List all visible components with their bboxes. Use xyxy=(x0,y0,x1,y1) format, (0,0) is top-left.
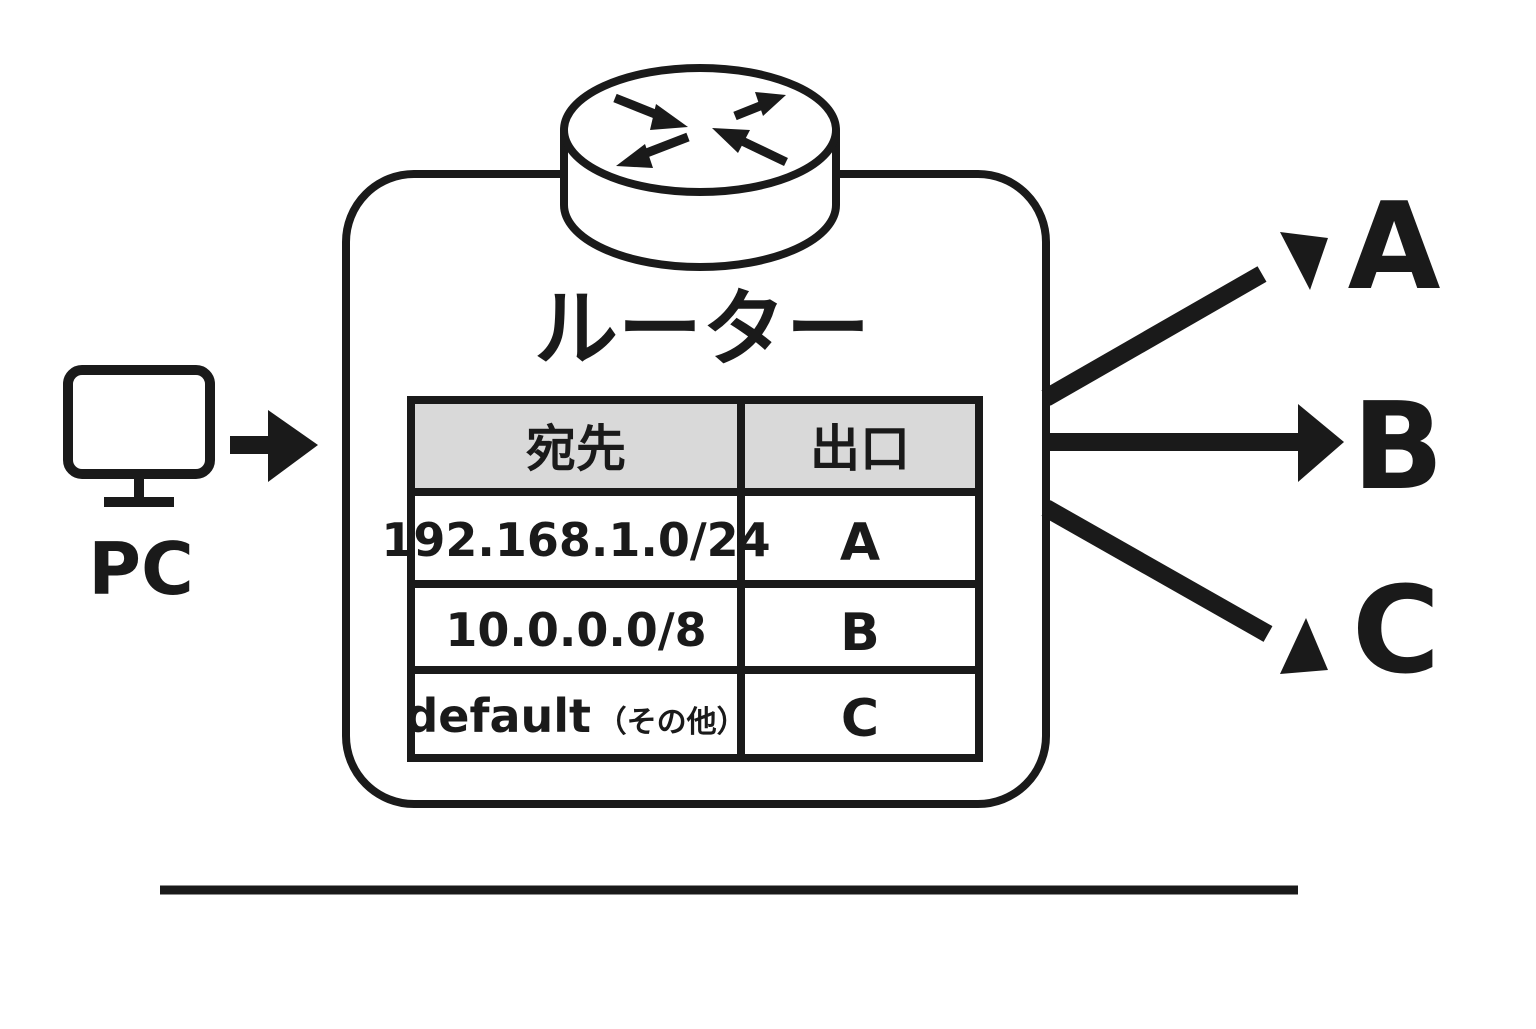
router-title: ルーター xyxy=(534,280,870,378)
output-arrow-a xyxy=(1041,232,1328,406)
output-arrow-b xyxy=(1046,404,1344,482)
table-cell-destination-default: default （その他） xyxy=(405,689,746,743)
pc-label: PC xyxy=(88,527,194,611)
pc-to-router-arrow xyxy=(230,410,318,482)
table-cell-destination: 192.168.1.0/24 xyxy=(381,513,770,567)
table-header-exit: 出口 xyxy=(810,420,910,478)
output-label-b: B xyxy=(1352,378,1443,517)
router-arrows-icon xyxy=(613,92,788,168)
default-suffix: （その他） xyxy=(597,705,747,740)
table-cell-exit: B xyxy=(840,603,880,663)
output-arrow-c xyxy=(1041,500,1328,674)
table-header-destination: 宛先 xyxy=(526,420,626,478)
monitor-icon xyxy=(63,365,215,507)
table-border xyxy=(407,396,983,762)
table-cell-exit: A xyxy=(840,513,880,573)
table-header-bg xyxy=(411,400,979,492)
routing-table: 宛先 出口 192.168.1.0/24 A 10.0.0.0/8 B defa… xyxy=(381,396,983,762)
output-label-c: C xyxy=(1352,562,1440,701)
table-cell-destination: 10.0.0.0/8 xyxy=(445,603,706,657)
router-icon xyxy=(560,64,840,271)
output-label-a: A xyxy=(1348,178,1441,317)
default-label: default xyxy=(405,689,591,743)
table-cell-exit: C xyxy=(841,689,879,749)
